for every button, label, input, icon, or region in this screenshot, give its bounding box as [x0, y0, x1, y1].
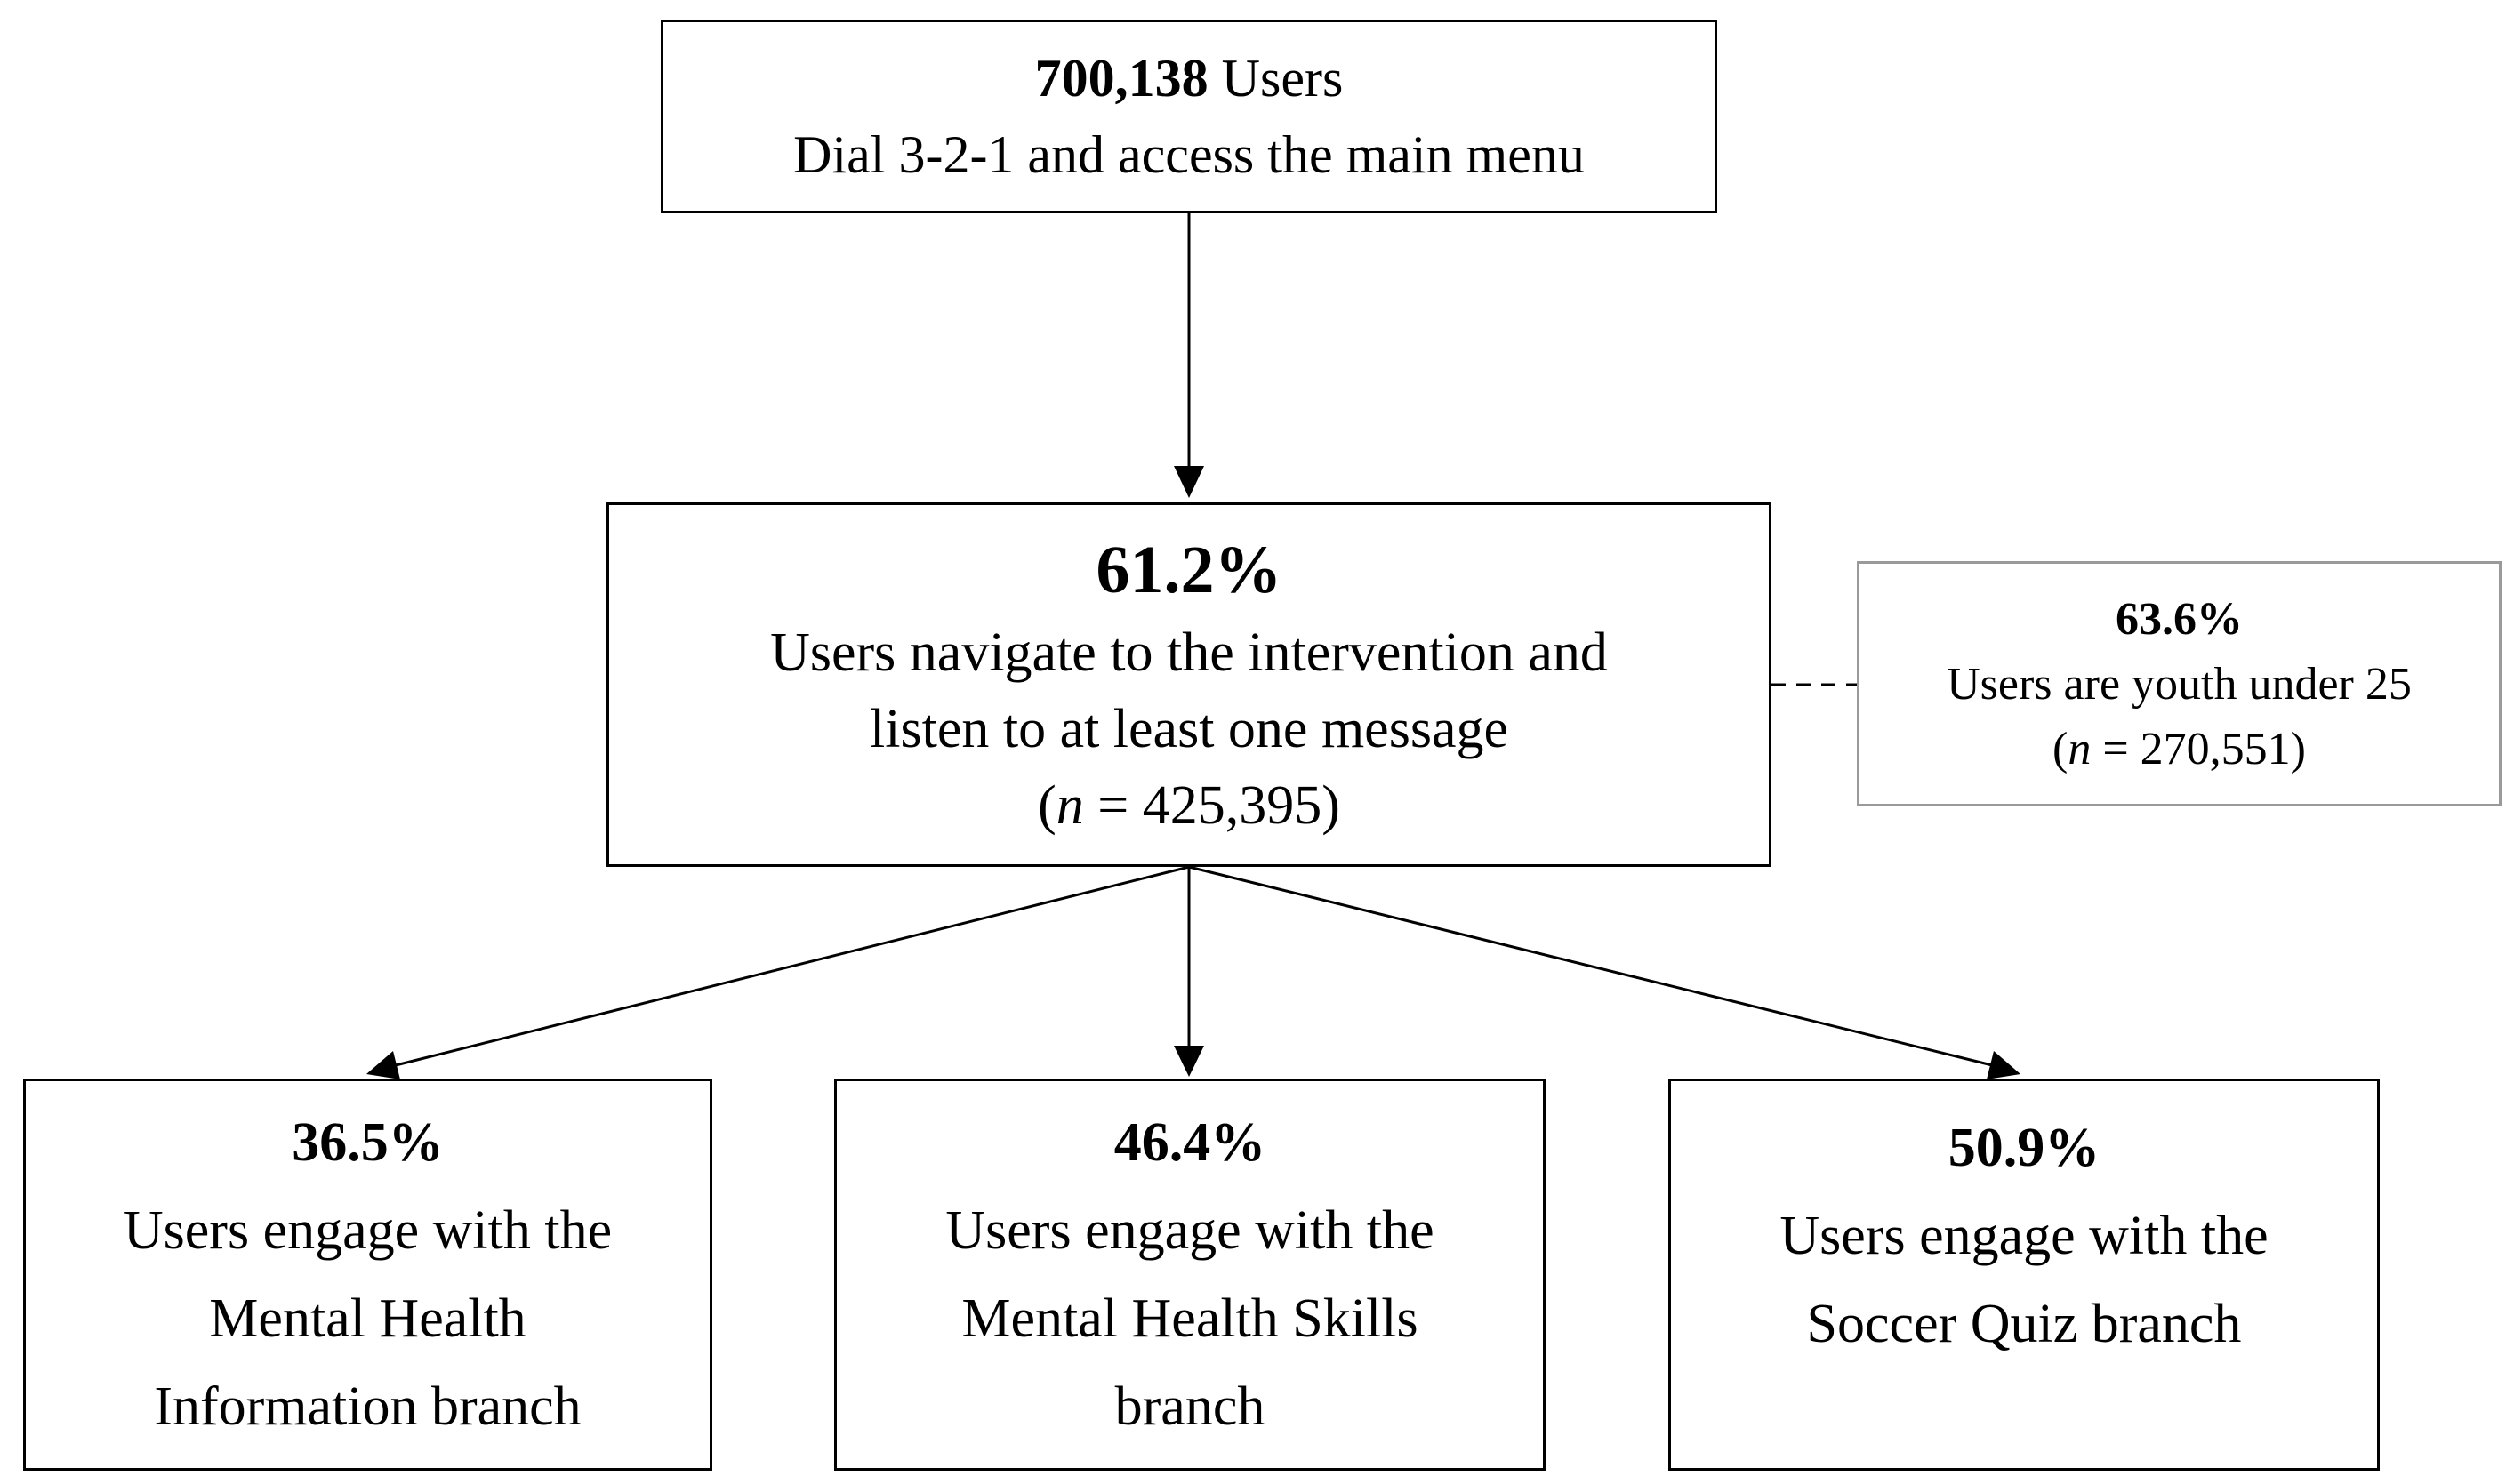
- intervention-n: (n = 425,395): [1038, 767, 1340, 844]
- youth-description: Users are youth under 25: [1947, 658, 2412, 710]
- arrowhead-middle-to-branch-3: [1987, 1051, 2020, 1079]
- branch-mental-health-information-box: 36.5% Users engage with the Mental Healt…: [23, 1079, 712, 1471]
- arrowhead-middle-to-branch-2: [1174, 1046, 1204, 1077]
- intervention-line-1: Users navigate to the intervention and: [770, 622, 1608, 683]
- intervention-line-2: listen to at least one message: [870, 699, 1508, 759]
- intervention-box: 61.2% Users navigate to the intervention…: [606, 502, 1771, 867]
- arrow-middle-to-branch-3: [1188, 865, 1993, 1067]
- branch-1-percent: 36.5%: [292, 1111, 444, 1173]
- youth-n-value: = 270,551): [2091, 723, 2306, 774]
- branch-mental-health-skills-box: 46.4% Users engage with the Mental Healt…: [834, 1079, 1546, 1471]
- branch-2-percent: 46.4%: [1113, 1111, 1266, 1173]
- youth-n-open: (: [2052, 723, 2068, 774]
- total-users-suffix: Users: [1208, 49, 1344, 108]
- total-users-box: 700,138 Users Dial 3-2-1 and access the …: [661, 20, 1717, 213]
- youth-n-var: n: [2068, 723, 2092, 774]
- total-users-count: 700,138: [1034, 49, 1209, 108]
- branch-1-line-3: Information branch: [154, 1376, 582, 1437]
- branch-2-line-1: Users engage with the: [945, 1199, 1434, 1261]
- branch-3-line-1: Users engage with the: [1779, 1206, 2269, 1266]
- youth-n: (n = 270,551): [2052, 717, 2306, 782]
- branch-3-percent: 50.9%: [1948, 1118, 2100, 1178]
- main-menu-description: Dial 3-2-1 and access the main menu: [793, 125, 1585, 184]
- branch-2-line-2: Mental Health Skills: [961, 1287, 1418, 1349]
- branch-1-line-2: Mental Health: [209, 1287, 526, 1349]
- youth-users-box: 63.6% Users are youth under 25 (n = 270,…: [1857, 561, 2502, 806]
- arrow-middle-to-branch-1: [395, 865, 1190, 1067]
- intervention-percent: 61.2%: [1096, 533, 1282, 607]
- arrowhead-top-to-middle: [1174, 466, 1204, 498]
- branch-soccer-quiz-box: 50.9% Users engage with the Soccer Quiz …: [1668, 1079, 2380, 1471]
- branch-2-line-3: branch: [1114, 1376, 1265, 1437]
- branch-3-line-2: Soccer Quiz branch: [1806, 1294, 2242, 1354]
- intervention-n-value: = 425,395): [1083, 775, 1340, 836]
- youth-percent: 63.6%: [2116, 593, 2243, 645]
- total-users-line: 700,138 Users: [1035, 40, 1344, 116]
- arrowhead-middle-to-branch-1: [366, 1051, 400, 1079]
- intervention-n-var: n: [1056, 775, 1084, 836]
- intervention-n-open: (: [1038, 775, 1056, 836]
- branch-1-line-1: Users engage with the: [123, 1199, 613, 1261]
